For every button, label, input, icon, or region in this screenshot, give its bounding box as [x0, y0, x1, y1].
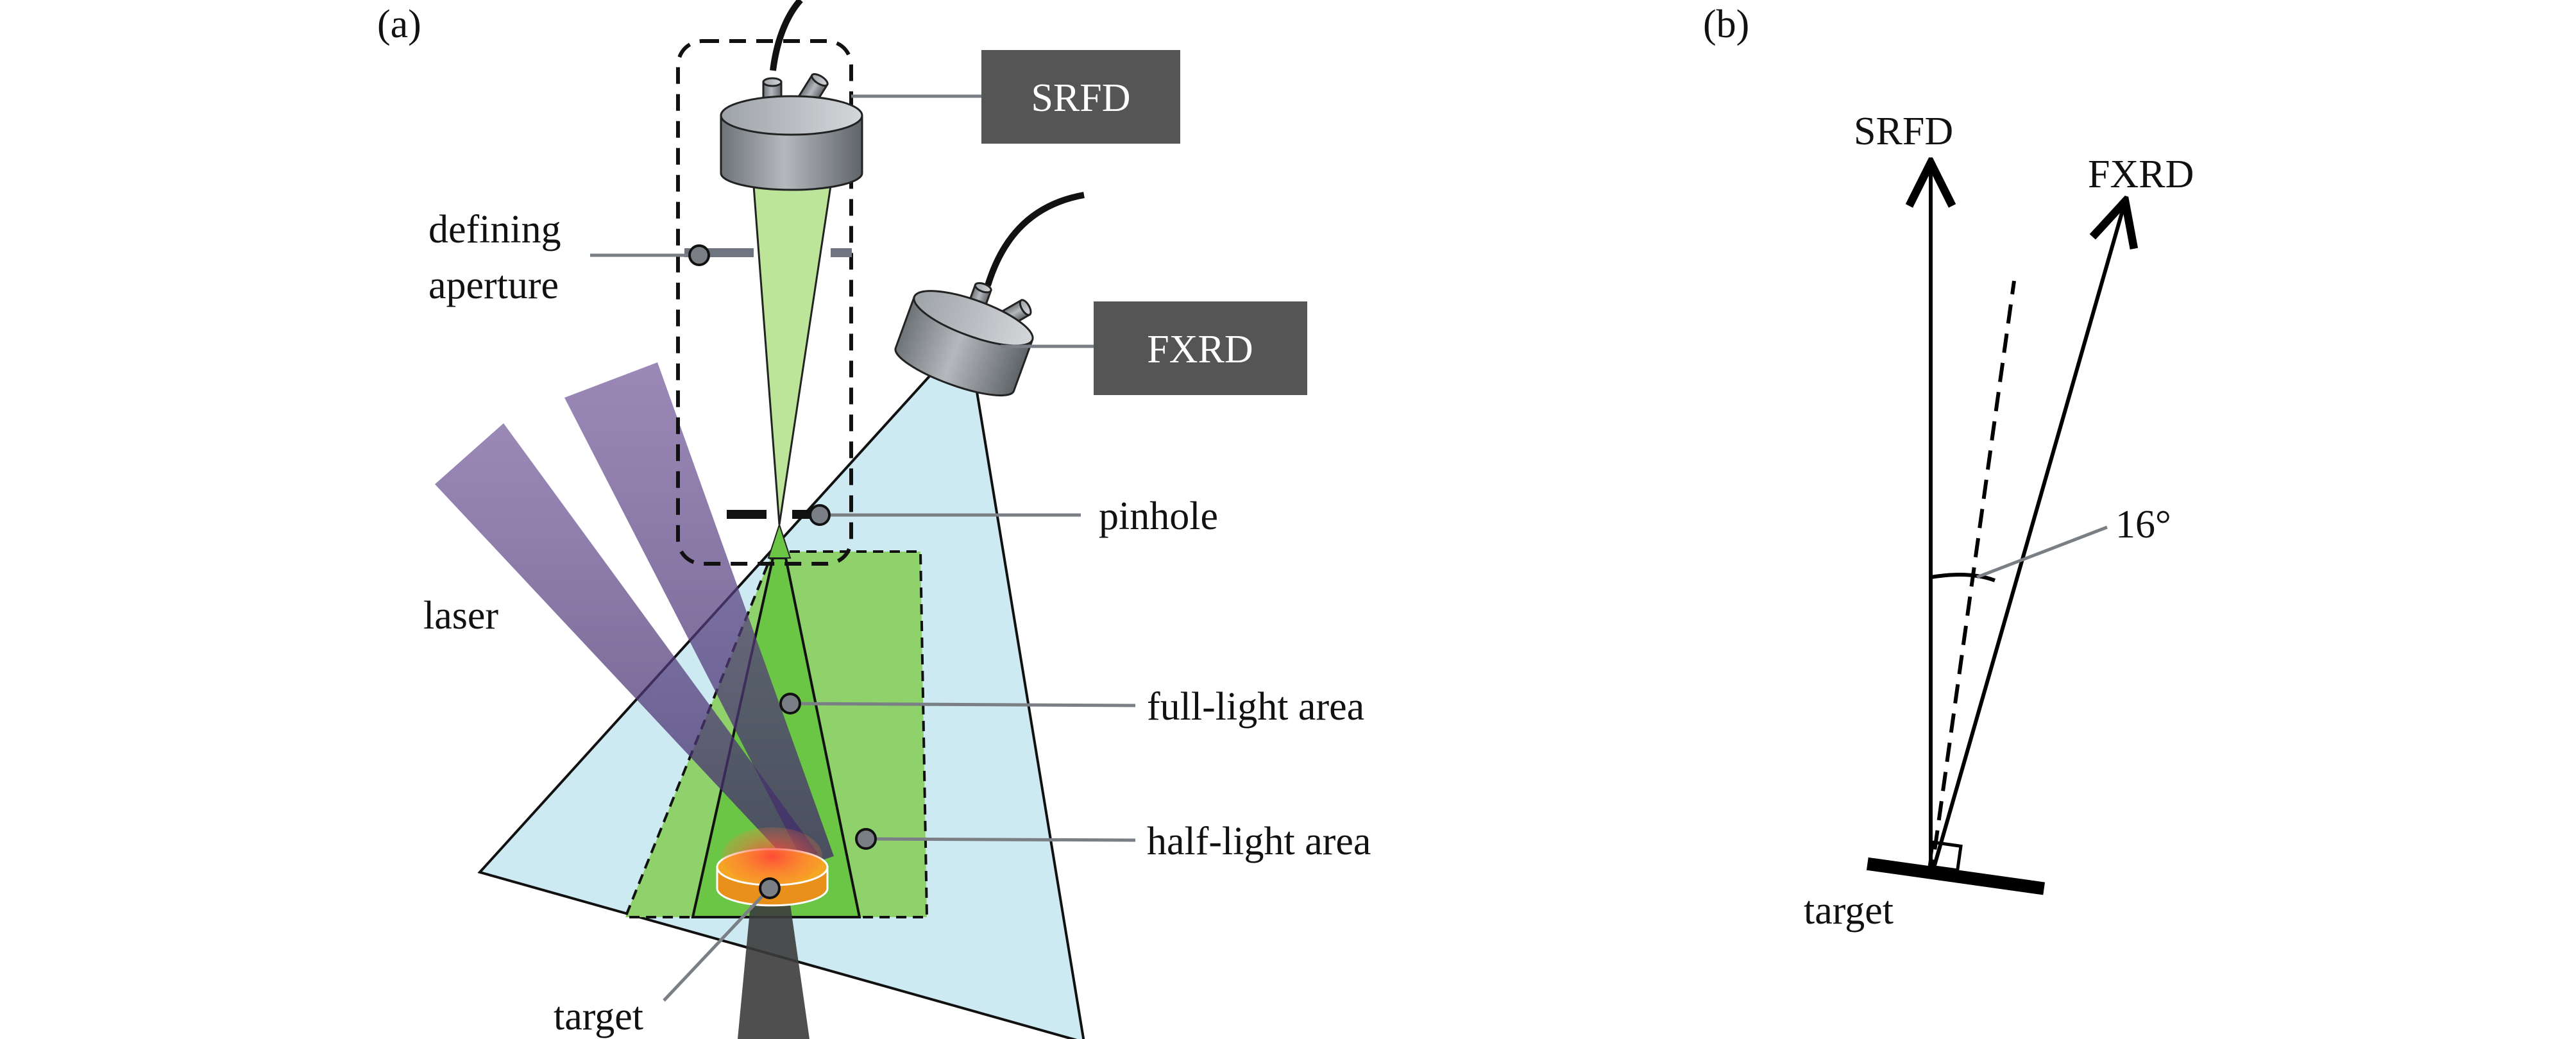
- srfd-label-b: SRFD: [1854, 110, 1953, 153]
- full-light-area-label: full-light area: [1147, 685, 1364, 729]
- half-light-area-label: half-light area: [1147, 820, 1371, 863]
- fxrd-label-b: FXRD: [2088, 153, 2194, 196]
- defining-aperture-label-line2: aperture: [428, 264, 559, 307]
- target-label-b: target: [1804, 889, 1894, 933]
- target-disk: [716, 827, 829, 907]
- panel-b-label: (b): [1703, 3, 1749, 46]
- angle-arc: [1930, 573, 1996, 582]
- target-stalk: [738, 904, 809, 1039]
- angle-label: 16°: [2115, 503, 2171, 546]
- srfd-beam: [754, 186, 831, 525]
- pinhole-label: pinhole: [1099, 494, 1218, 538]
- svg-text:SRFD: SRFD: [1031, 76, 1130, 120]
- target-label-a: target: [554, 995, 643, 1038]
- srfd-assembly-box: [676, 39, 853, 566]
- laser-beam-1: [435, 423, 818, 869]
- laser-label: laser: [423, 594, 498, 638]
- callout-dots-a: [688, 244, 877, 899]
- panel-b: (b) SRFD FXRD 16° target: [1703, 3, 2194, 933]
- panel-a-label: (a): [377, 3, 421, 46]
- target-plate-b: [1866, 840, 2046, 895]
- fxrd-detector-icon: [894, 192, 1085, 397]
- defining-aperture-label-line1: defining: [428, 208, 561, 251]
- fxrd-axis-arrow: [1929, 204, 2124, 879]
- svg-text:FXRD: FXRD: [1147, 328, 1253, 371]
- srfd-label-box: SRFD: [981, 50, 1180, 144]
- pinhole-plate-left: [727, 510, 767, 519]
- srfd-detector-icon: [720, 0, 863, 191]
- fxrd-label-box: FXRD: [1094, 301, 1307, 395]
- target-normal-dashed-line: [1929, 280, 2016, 879]
- laser-beam-2: [564, 362, 834, 866]
- callout-lines-a: [590, 94, 1136, 1002]
- defining-aperture-plate-right: [831, 248, 852, 257]
- panel-a: (a): [377, 0, 1371, 1039]
- angle-callout-line: [1976, 525, 2108, 579]
